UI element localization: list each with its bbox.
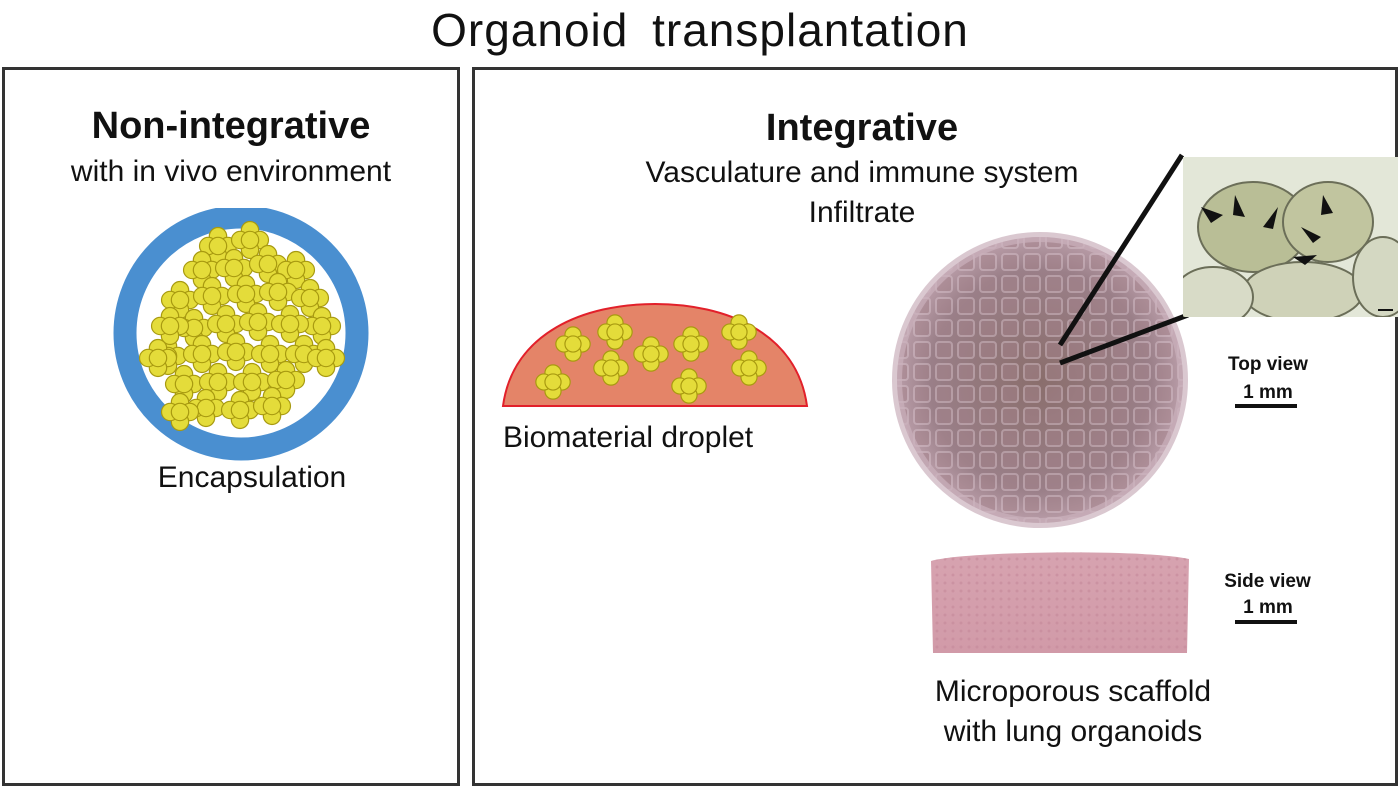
scaffold-side-texture [931, 552, 1189, 653]
organoid-icon [633, 336, 669, 372]
organoid-icon [214, 248, 254, 288]
non-integrative-heading: Non-integrative [91, 105, 371, 147]
arrowhead-icon [1301, 227, 1321, 243]
side-view-scale-bar [1235, 620, 1297, 624]
droplet-organoid-cluster [535, 314, 767, 404]
biomaterial-droplet-illustration [501, 302, 809, 407]
encapsulation-capsule-illustration [113, 208, 369, 461]
organoid-icon [230, 220, 270, 260]
organoid-cell-3 [1242, 261, 1364, 317]
scaffold-caption-line2: with lung organoids [943, 715, 1203, 748]
organoid-icon [216, 332, 256, 372]
integrative-panel [472, 67, 1398, 786]
integrative-heading: Integrative [765, 107, 959, 149]
organoid-icon [182, 334, 222, 374]
organoid-icon [238, 302, 278, 342]
organoid-icon [593, 350, 629, 386]
figure-title: Organoid transplantation [431, 4, 969, 56]
integrative-subheading-line2: Infiltrate [808, 196, 916, 229]
encapsulation-caption: Encapsulation [157, 461, 347, 494]
organoid-icon [206, 304, 246, 344]
organoid-icon [306, 338, 346, 378]
scaffold-top-view-image [892, 232, 1188, 528]
organoid-icon [290, 278, 330, 318]
organoid-icon [276, 250, 316, 290]
top-view-label: Top view [1228, 354, 1308, 375]
biomaterial-droplet-caption: Biomaterial droplet [503, 421, 754, 454]
top-view-scale-bar [1235, 404, 1297, 408]
zoom-line-lower [1059, 312, 1189, 366]
top-view-scale-label: 1 mm [1243, 382, 1293, 403]
organoid-icon [252, 386, 292, 426]
organoid-icon [266, 360, 306, 400]
organoid-icon [232, 362, 272, 402]
arrowhead-icon [1201, 207, 1223, 223]
arrowhead-icon [1233, 195, 1245, 217]
organoid-icon [258, 272, 298, 312]
capsule-organoid-cluster [138, 220, 346, 432]
organoid-icon [302, 306, 342, 346]
organoid-icon [555, 326, 591, 362]
integrative-subheading-line1: Vasculature and immune system [645, 156, 1079, 189]
organoid-icon [182, 250, 222, 290]
organoid-icon [721, 314, 757, 350]
non-integrative-subheading: with in vivo environment [70, 155, 392, 188]
non-integrative-panel [2, 67, 460, 786]
organoid-icon [192, 276, 232, 316]
organoid-icon [174, 308, 214, 348]
side-view-scale-label: 1 mm [1243, 597, 1293, 618]
organoid-cell-4 [1183, 266, 1254, 317]
zoom-line-upper [1057, 153, 1185, 347]
organoid-icon [671, 368, 707, 404]
organoid-icon [673, 326, 709, 362]
organoid-icon [138, 338, 178, 378]
organoid-icon [160, 392, 200, 432]
organoid-micrograph-inset [1183, 157, 1398, 317]
arrowhead-icon [1293, 255, 1317, 265]
organoid-icon [270, 304, 310, 344]
organoid-icon [150, 306, 190, 346]
scaffold-rim [892, 232, 1188, 528]
organoid-icon [731, 350, 767, 386]
organoid-cell-2 [1282, 181, 1374, 263]
micrograph-arrowheads [1201, 195, 1333, 265]
scaffold-caption-line1: Microporous scaffold [934, 675, 1212, 708]
arrowhead-icon [1263, 207, 1278, 229]
scaffold-pore-texture [897, 237, 1183, 523]
zoom-callout-lines [1057, 153, 1189, 366]
organoid-icon [198, 362, 238, 402]
organoid-icon [186, 388, 226, 428]
organoid-icon [250, 334, 290, 374]
organoid-icon [597, 314, 633, 350]
side-view-label: Side view [1224, 571, 1311, 592]
organoid-icon [220, 390, 260, 430]
scaffold-side-view-image [931, 552, 1189, 653]
organoid-icon [535, 364, 571, 400]
organoid-cell-5 [1352, 236, 1398, 317]
arrowhead-icon [1321, 195, 1333, 215]
organoid-icon [164, 364, 204, 404]
